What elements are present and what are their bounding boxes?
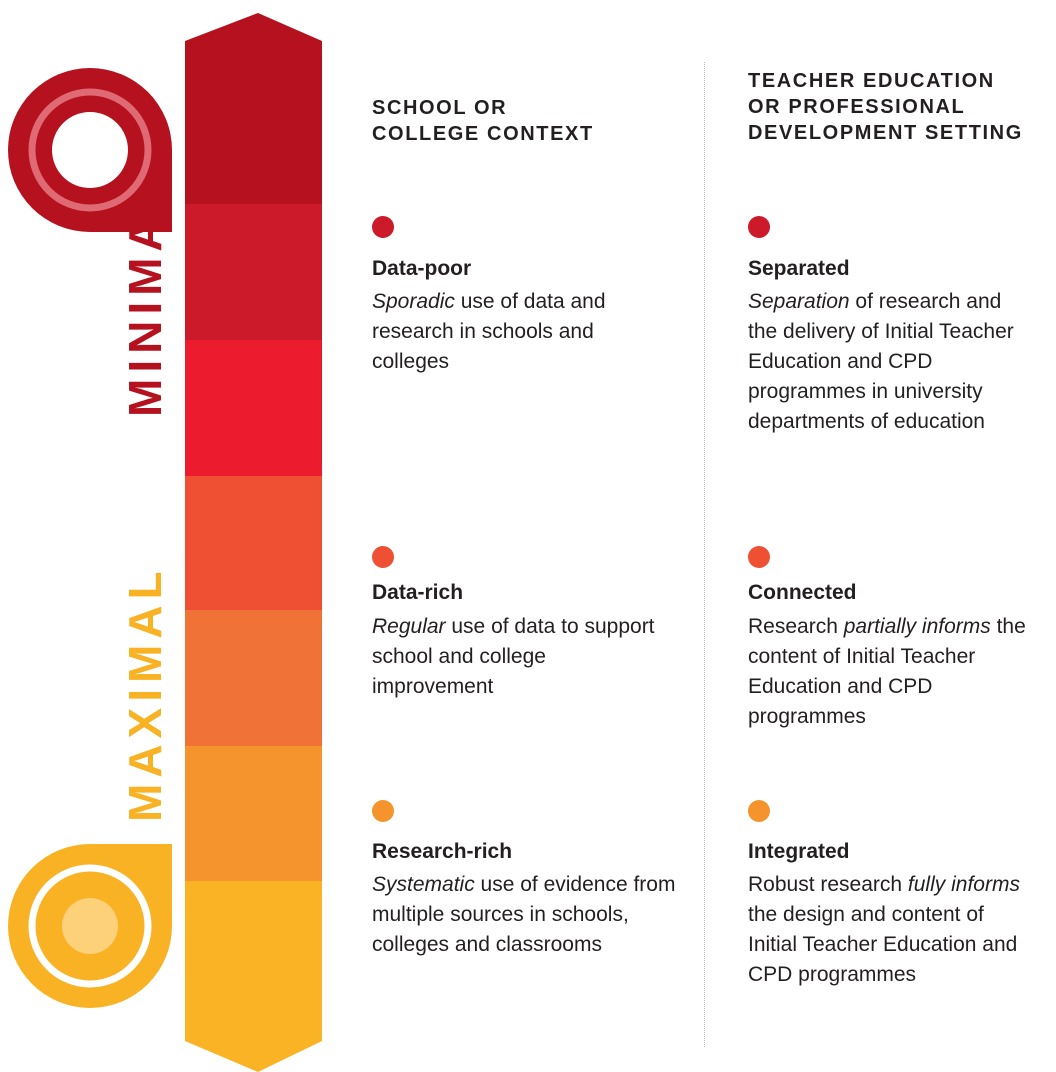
arrow-band-3 — [185, 340, 322, 477]
item-desc-research-rich: Systematic use of evidence from multiple… — [372, 870, 677, 960]
heading-line: OR PROFESSIONAL — [748, 96, 966, 118]
heading-line: TEACHER EDUCATION — [748, 70, 995, 92]
emphasis: partially informs — [843, 615, 991, 638]
desc-pre: Research — [748, 615, 844, 638]
emphasis: fully informs — [907, 873, 1020, 896]
level-dot-high — [372, 800, 394, 822]
item-desc-data-poor: Sporadic use of data and research in sch… — [372, 287, 672, 377]
item-title-connected: Connected — [748, 581, 857, 604]
arrow-band-4 — [185, 476, 322, 611]
item-title-research-rich: Research-rich — [372, 840, 513, 863]
level-dot-mid — [372, 546, 394, 568]
item-desc-data-rich: Regular use of data to support school an… — [372, 612, 672, 702]
heading-line: SCHOOL OR — [372, 97, 508, 119]
desc-pre: Robust research — [748, 873, 908, 896]
item-desc-integrated: Robust research fully informs the design… — [748, 870, 1038, 990]
item-title-data-poor: Data-poor — [372, 257, 472, 280]
arrow-band-1 — [185, 68, 322, 205]
item-title-data-rich: Data-rich — [372, 581, 464, 604]
emphasis: Systematic — [372, 873, 475, 896]
target-ring-icon — [8, 844, 172, 1008]
school-column-heading: SCHOOL OR COLLEGE CONTEXT — [372, 95, 594, 147]
desc-text: use of data and research in schools and … — [372, 290, 606, 373]
target-ring-icon — [8, 68, 172, 232]
level-dot-low — [748, 216, 770, 238]
arrow-bottom-point — [185, 881, 322, 1072]
item-title-separated: Separated — [748, 257, 850, 280]
teacher-column-heading: TEACHER EDUCATION OR PROFESSIONAL DEVELO… — [748, 68, 1023, 146]
progression-arrow — [8, 13, 322, 1072]
emphasis: Separation — [748, 290, 850, 313]
arrow-band-2 — [185, 204, 322, 341]
heading-line: COLLEGE CONTEXT — [372, 123, 594, 145]
desc-text: of research and the delivery of Initial … — [748, 290, 1014, 433]
desc-text: the content of Initial Teacher Education… — [748, 615, 1026, 728]
arrow-band-6 — [185, 746, 322, 882]
column-divider — [704, 62, 705, 1047]
item-desc-connected: Research partially informs the content o… — [748, 612, 1048, 732]
level-dot-low — [372, 216, 394, 238]
arrow-band-5 — [185, 610, 322, 747]
level-dot-high — [748, 800, 770, 822]
item-desc-separated: Separation of research and the delivery … — [748, 287, 1028, 437]
desc-text: use of evidence from multiple sources in… — [372, 873, 676, 956]
level-dot-mid — [748, 546, 770, 568]
emphasis: Regular — [372, 615, 446, 638]
emphasis: Sporadic — [372, 290, 455, 313]
arrow-top-cap — [185, 13, 322, 70]
desc-text: the design and content of Initial Teache… — [748, 903, 1018, 986]
minimal-label: MINIMAL — [119, 178, 171, 417]
maximal-label: MAXIMAL — [119, 565, 171, 822]
item-title-integrated: Integrated — [748, 840, 850, 863]
desc-text: use of data to support school and colleg… — [372, 615, 655, 698]
heading-line: DEVELOPMENT SETTING — [748, 122, 1023, 144]
